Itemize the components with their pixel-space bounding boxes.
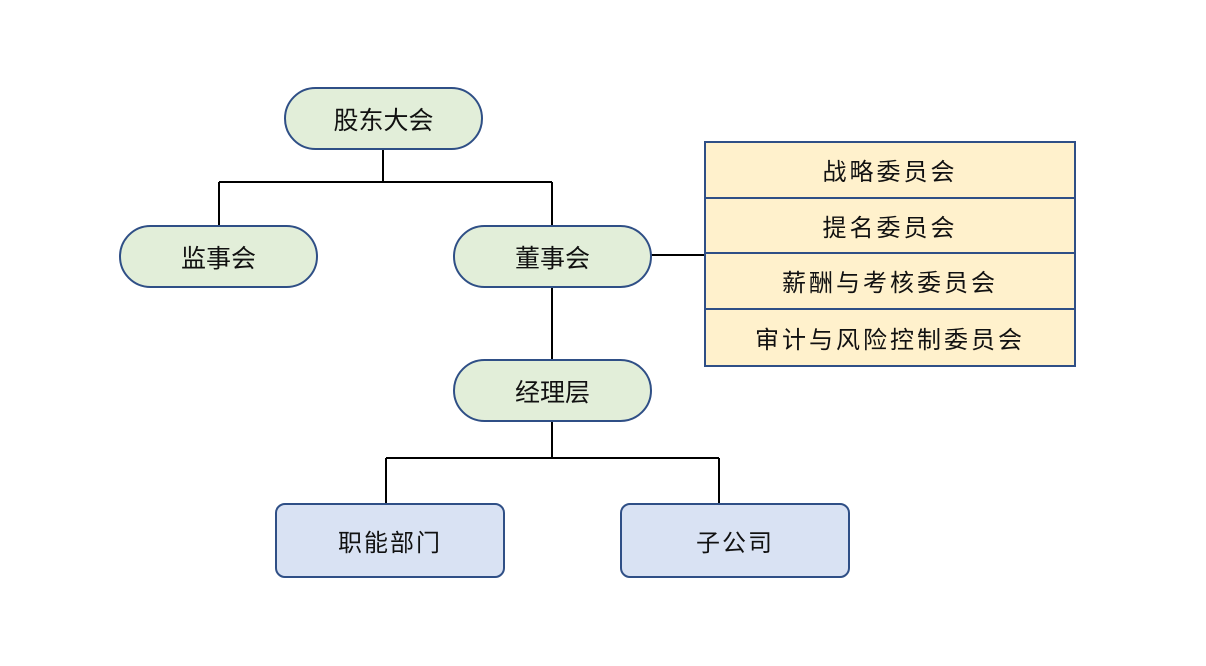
node-board-of-directors: 董事会 [453, 225, 652, 288]
node-management: 经理层 [453, 359, 652, 422]
node-shareholders-meeting: 股东大会 [284, 87, 483, 150]
committee-strategy: 战略委员会 [706, 143, 1074, 199]
committee-compensation: 薪酬与考核委员会 [706, 254, 1074, 310]
committee-panel: 战略委员会 提名委员会 薪酬与考核委员会 审计与风险控制委员会 [704, 141, 1076, 367]
committee-nomination: 提名委员会 [706, 199, 1074, 254]
node-supervisory-board: 监事会 [119, 225, 318, 288]
committee-audit-risk: 审计与风险控制委员会 [755, 325, 1025, 354]
node-functional-departments: 职能部门 [275, 503, 505, 578]
node-subsidiaries: 子公司 [620, 503, 850, 578]
